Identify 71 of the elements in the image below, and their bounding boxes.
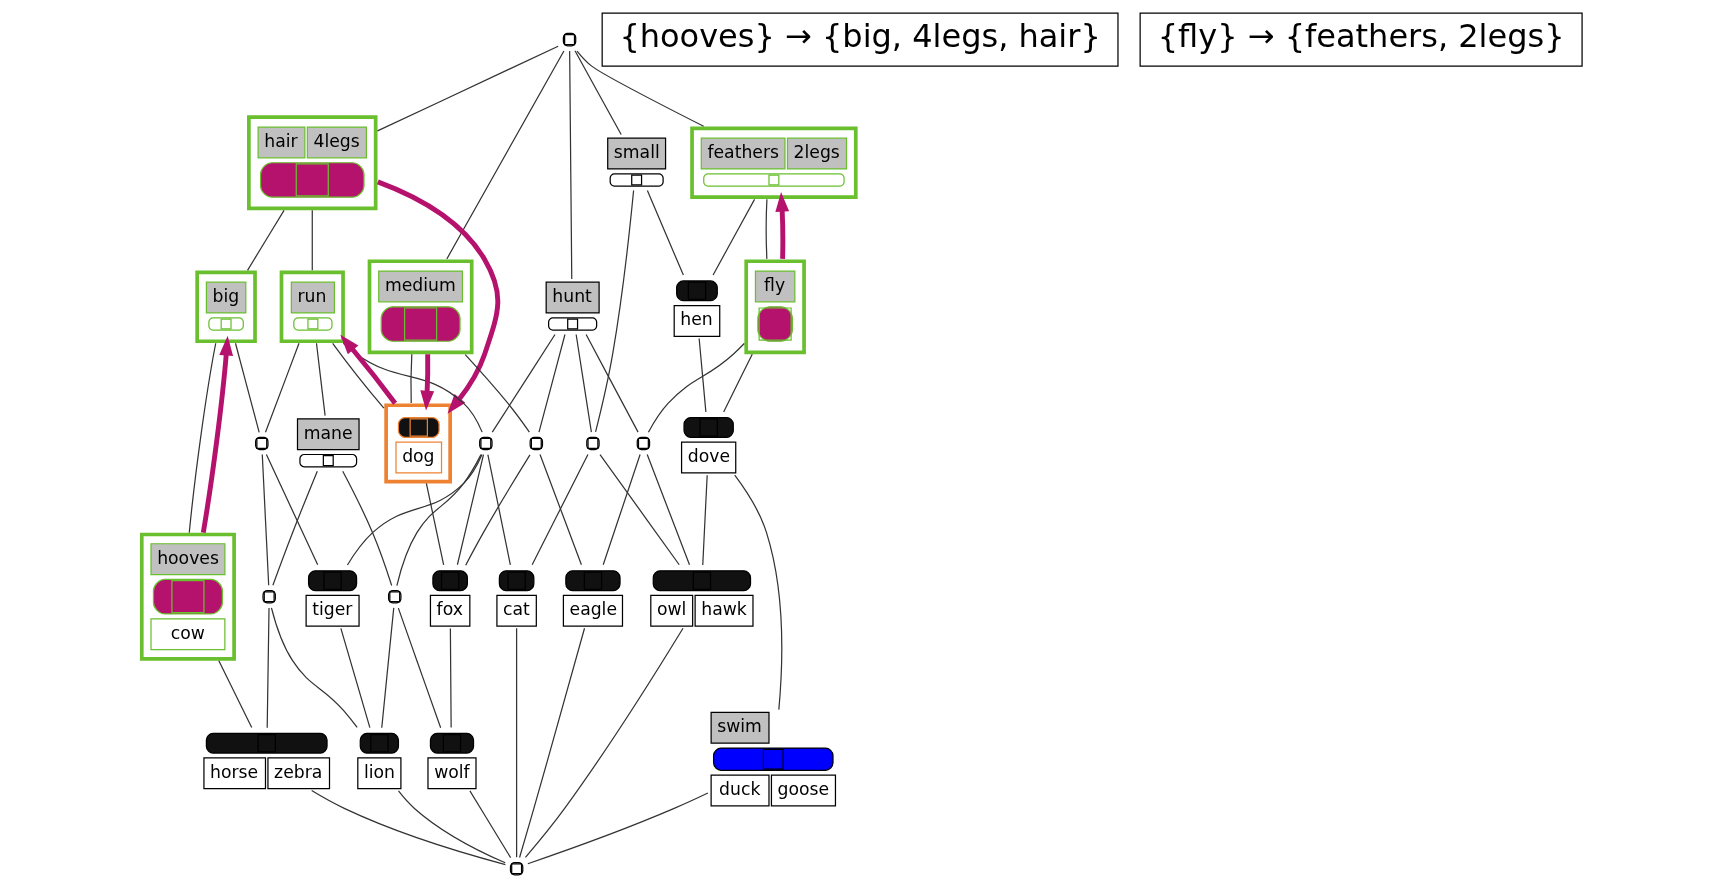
connector [456, 453, 484, 566]
connector [380, 607, 394, 729]
connector [342, 342, 483, 433]
node-box: medium [367, 259, 474, 355]
connector [425, 482, 444, 566]
connector [311, 209, 313, 271]
connector [397, 790, 506, 864]
connector [464, 454, 531, 566]
connector [341, 470, 392, 587]
connector [524, 627, 684, 858]
node-box: dog [383, 403, 452, 484]
connector [698, 337, 706, 413]
node-box: hooves cow [139, 532, 236, 661]
connector [575, 50, 704, 127]
connector [468, 790, 511, 859]
connector [526, 792, 709, 865]
connector [765, 198, 768, 260]
node-box: big [194, 270, 257, 344]
label: {hooves} → {big, 4legs, hair} [618, 17, 1101, 56]
connector [602, 453, 641, 566]
connector [486, 453, 511, 566]
connector [701, 474, 708, 566]
connector [573, 50, 622, 136]
connector [518, 627, 585, 859]
connector [310, 790, 506, 866]
connector [376, 45, 559, 132]
connector [594, 189, 634, 433]
connector [733, 474, 782, 711]
connector [585, 333, 639, 433]
connector [188, 342, 216, 534]
connector [515, 627, 517, 858]
connector [271, 470, 318, 586]
connector [264, 342, 300, 433]
connector [568, 50, 572, 280]
connector [538, 453, 582, 566]
connector [449, 627, 452, 729]
arrow [200, 335, 233, 533]
connector [445, 50, 564, 260]
connector [537, 333, 566, 433]
connector [331, 342, 384, 409]
connector [491, 333, 556, 433]
connector [265, 453, 318, 566]
connector [647, 342, 745, 433]
connector [575, 333, 592, 433]
connector [266, 607, 270, 729]
connector [598, 453, 680, 566]
node-box: hair 4legs [246, 115, 377, 211]
arrow [774, 191, 789, 259]
connector [646, 453, 690, 566]
arrow [339, 334, 397, 405]
connector [246, 209, 285, 271]
connector [531, 453, 589, 566]
connector [234, 342, 260, 433]
node-box: feathers 2legs [689, 126, 858, 200]
node-box: run [279, 270, 345, 344]
connector [712, 198, 755, 276]
arrow [419, 354, 434, 411]
connector [339, 627, 370, 729]
connector [217, 660, 252, 729]
connector [270, 607, 358, 729]
connector [646, 190, 684, 276]
connector [397, 607, 441, 729]
connector [722, 353, 753, 413]
connector [346, 453, 483, 566]
connector [464, 354, 530, 433]
connector [409, 353, 412, 404]
label: {fly} → {feathers, 2legs} [1157, 17, 1565, 56]
connector [395, 454, 482, 587]
node-box: fly [743, 259, 806, 355]
connector [315, 342, 326, 417]
connector [261, 453, 269, 586]
